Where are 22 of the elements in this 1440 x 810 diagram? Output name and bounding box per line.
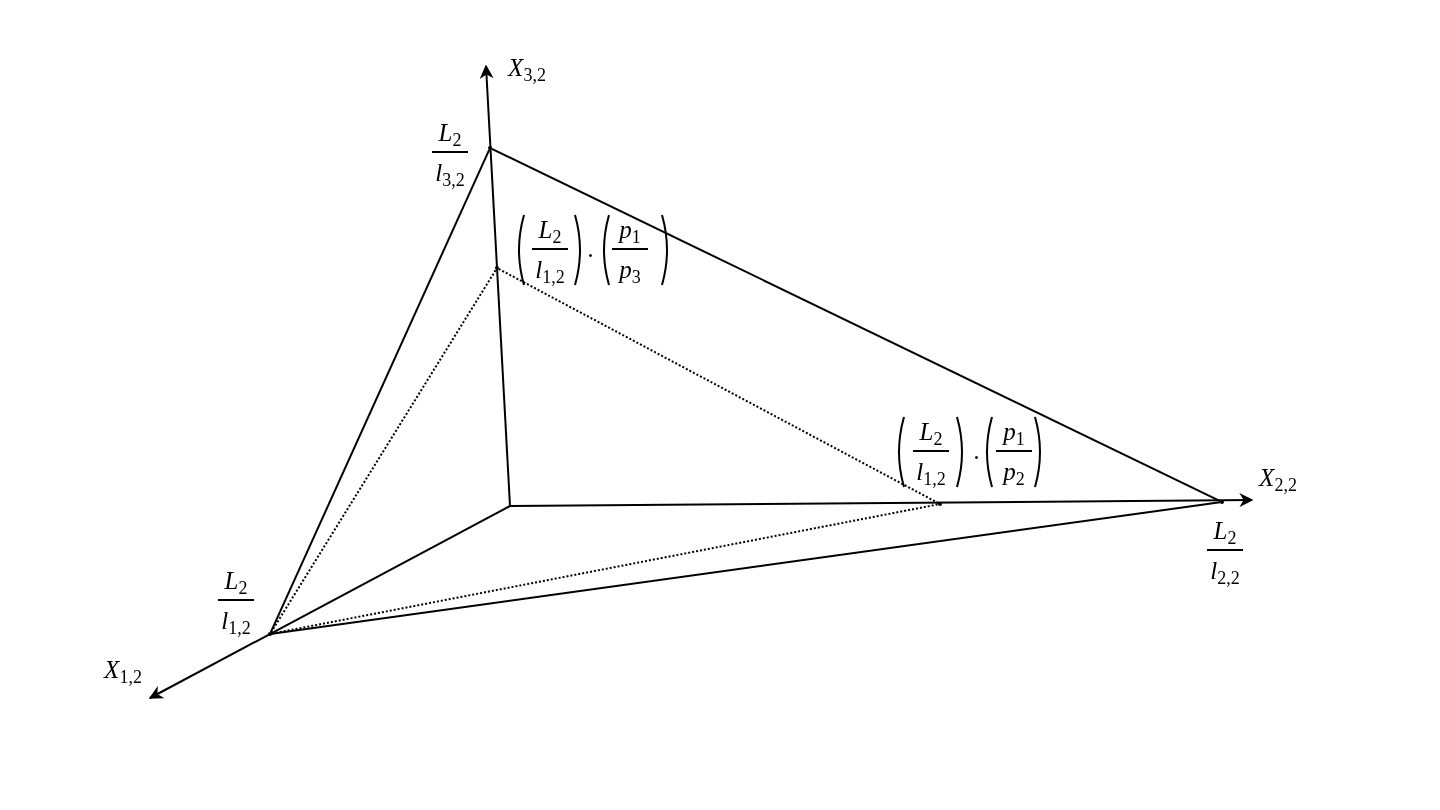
fraction-numerator: L$_{2}$ (538, 217, 562, 243)
fraction-denominator: p$_{3}$ (619, 257, 641, 283)
fraction-numerator: L$_{2}$ (1213, 518, 1237, 544)
fraction-numerator: L$_{2}$ (919, 419, 943, 445)
triangle-edge (269, 148, 491, 634)
multiplication-dot: · (586, 243, 594, 269)
multiplication-dot: · (972, 445, 980, 471)
triangle-edge (271, 501, 1221, 635)
fraction-denominator: p$_{2}$ (1003, 459, 1025, 485)
triangle-edge (490, 147, 1222, 503)
fraction-numerator: L$_{2}$ (438, 120, 462, 146)
intercept-point (1220, 500, 1224, 504)
intercept-point (938, 502, 942, 506)
dotted-line (497, 267, 940, 505)
fraction-numerator: p$_{1}$ (1003, 419, 1025, 445)
dotted-line (270, 503, 940, 635)
intercept-point (495, 266, 499, 270)
intercept-point (488, 146, 492, 150)
dotted-line (270, 268, 497, 634)
fraction-numerator: L$_{2}$ (224, 568, 248, 594)
intercept-point (268, 632, 272, 636)
fraction-numerator: p$_{1}$ (619, 217, 641, 243)
